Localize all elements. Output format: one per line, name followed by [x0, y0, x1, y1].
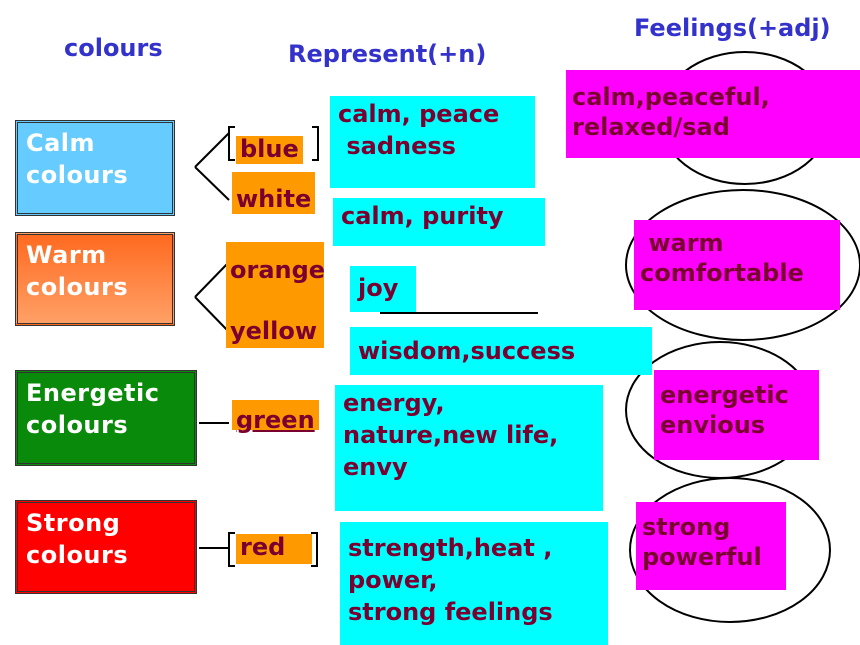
category-calm: Calm colours [15, 120, 175, 216]
feelings-calm-line1: calm,peaceful, [572, 83, 770, 111]
represent-joy: joy [350, 266, 416, 312]
represent-energy: energy, nature,new life, envy [335, 385, 603, 511]
category-strong: Strong colours [15, 500, 197, 594]
category-energetic-line1: Energetic [26, 379, 160, 407]
feelings-calm-line2: relaxed/sad [572, 113, 730, 141]
represent-strength: strength,heat , power, strong feelings [340, 522, 608, 645]
represent-energy-line2: nature,new life, [343, 421, 559, 449]
represent-calm-peace-line2: sadness [338, 132, 456, 160]
feelings-strong-line1: strong [642, 513, 731, 541]
category-calm-line2: colours [26, 161, 129, 189]
category-energetic: Energetic colours [15, 370, 197, 466]
feelings-warm: warm comfortable [634, 220, 840, 310]
feelings-calm: calm,peaceful, relaxed/sad [566, 70, 860, 158]
category-strong-line2: colours [26, 541, 129, 569]
feelings-strong-line2: powerful [642, 543, 762, 571]
feelings-energetic: energetic envious [654, 370, 819, 460]
colour-yellow: yellow [226, 300, 324, 348]
header-represent: Represent(+n) [288, 40, 487, 68]
represent-energy-line3: envy [343, 453, 408, 481]
represent-strength-line1: strength,heat , [348, 534, 553, 562]
feelings-strong: strong powerful [636, 502, 786, 590]
feelings-warm-line2: comfortable [640, 259, 804, 287]
feelings-ellipse-strong [629, 477, 831, 623]
feelings-energetic-line1: energetic [660, 381, 789, 409]
category-warm-line1: Warm [26, 241, 107, 269]
feelings-energetic-line2: envious [660, 411, 766, 439]
colour-orange: orange [226, 242, 325, 300]
header-colours: colours [64, 34, 163, 62]
represent-energy-line1: energy, [343, 389, 445, 417]
colour-blue: blue [236, 136, 303, 164]
category-energetic-line2: colours [26, 411, 129, 439]
represent-calm-peace-line1: calm, peace [338, 100, 500, 128]
category-warm: Warm colours [15, 232, 175, 326]
colour-white: white [232, 172, 316, 214]
colour-green: green [232, 400, 319, 434]
category-strong-line1: Strong [26, 509, 121, 537]
colour-red: red [236, 534, 312, 564]
feelings-ellipse-warm [625, 189, 860, 341]
represent-calm-peace: calm, peace sadness [330, 96, 535, 188]
represent-calm-purity: calm, purity [333, 198, 545, 246]
category-calm-line1: Calm [26, 129, 96, 157]
category-warm-line2: colours [26, 273, 129, 301]
header-feelings: Feelings(+adj) [634, 14, 831, 42]
represent-wisdom: wisdom,success [350, 327, 652, 375]
represent-strength-line3: strong feelings [348, 598, 553, 626]
represent-strength-line2: power, [348, 566, 438, 594]
feelings-warm-line1: warm [640, 229, 724, 257]
